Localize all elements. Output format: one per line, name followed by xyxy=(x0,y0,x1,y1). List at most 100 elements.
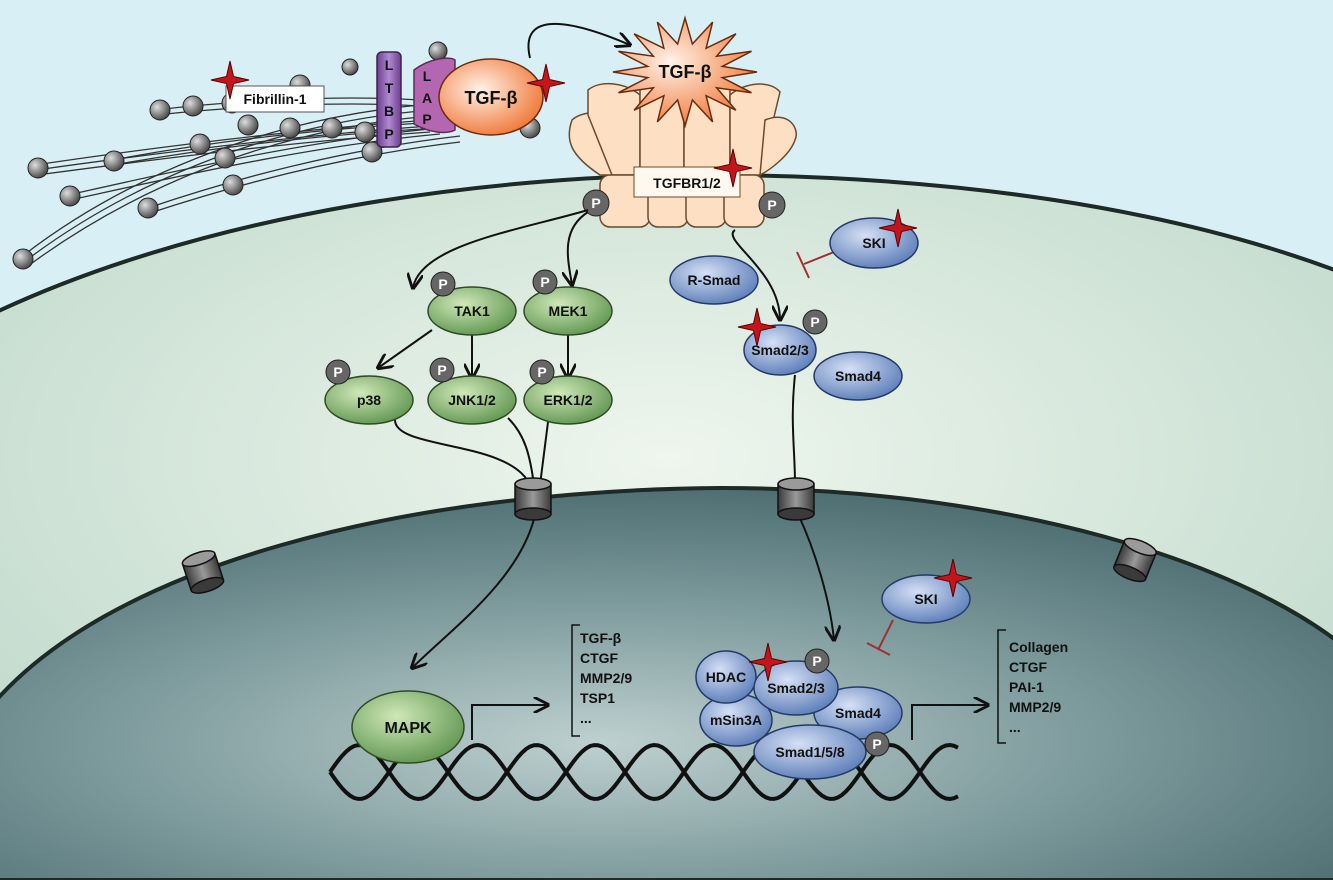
ltbp-letter-p: P xyxy=(384,126,393,142)
phospho-tak1: P xyxy=(430,271,456,297)
phospho-tags-smad-branch: P P P xyxy=(802,309,890,757)
arrow-tak1-p38 xyxy=(378,329,433,368)
phospho-jnk: P xyxy=(429,357,455,383)
erk-protein: ERK1/2 xyxy=(523,375,613,425)
nuclear-smad4-label: Smad4 xyxy=(835,705,881,721)
mapk-protein: MAPK xyxy=(351,690,465,764)
phospho-smad158: P xyxy=(864,731,890,757)
mapk-target-4: TSP1 xyxy=(580,690,615,706)
arrow-rsmad-smad23 xyxy=(731,229,780,320)
mutation-star-receptor xyxy=(713,148,753,188)
lap-letter-p: P xyxy=(422,111,431,127)
mapk-target-2: CTGF xyxy=(580,650,619,666)
phospho-nuclear-smad23: P xyxy=(804,648,830,674)
tak1-protein: TAK1 xyxy=(427,286,517,336)
arrow-receptor-mek1 xyxy=(568,211,589,285)
nuclear-smad23-protein xyxy=(753,660,839,716)
ltbp-letter-b: B xyxy=(384,103,394,119)
phospho-p38: P xyxy=(325,359,351,385)
ski-cytoplasm-label: SKI xyxy=(862,235,885,251)
svg-text:P: P xyxy=(767,197,776,213)
tgfb-release-arrow xyxy=(527,22,630,59)
nuclear-pore-mapk xyxy=(514,477,552,521)
smad23-label: Smad2/3 xyxy=(751,342,809,358)
mutation-star-fibrillin xyxy=(210,60,250,100)
smad-target-4: MMP2/9 xyxy=(1009,699,1061,715)
line-erk-pore xyxy=(539,421,549,486)
jnk-protein: JNK1/2 xyxy=(427,375,517,425)
smad-targets-bracket xyxy=(997,629,1006,744)
mutation-star-ski-nucleus xyxy=(933,558,973,598)
phospho-smad23: P xyxy=(802,309,828,335)
mapk-targets-bracket xyxy=(571,624,580,737)
arrow-mapk-transcription xyxy=(471,705,548,740)
svg-text:P: P xyxy=(438,276,447,292)
fibrillin-label: Fibrillin-1 xyxy=(244,91,307,107)
svg-text:P: P xyxy=(810,314,819,330)
arrow-pore-mapk xyxy=(412,514,536,668)
svg-text:P: P xyxy=(812,653,821,669)
mapk-target-5: ... xyxy=(580,710,592,726)
mapk-label: MAPK xyxy=(384,720,432,737)
svg-text:P: P xyxy=(537,364,546,380)
nuclear-pore-smad xyxy=(777,477,815,521)
active-tgfb-label: TGF-β xyxy=(659,62,712,82)
receptor-label-box xyxy=(633,166,741,198)
tak1-label: TAK1 xyxy=(454,303,490,319)
arrow-smad-transcription xyxy=(911,705,988,740)
active-tgfb xyxy=(612,15,758,129)
line-smad-pore xyxy=(791,374,796,485)
pathway-arrows xyxy=(378,209,988,740)
mutation-star-latent-tgfb xyxy=(526,63,566,103)
ski-inhibition-nucleus xyxy=(866,619,894,656)
erk-label: ERK1/2 xyxy=(543,392,592,408)
nuclear-pore-left xyxy=(181,550,225,594)
mutation-star-nuclear-smad23 xyxy=(748,642,788,682)
ski-nucleus-protein: SKI xyxy=(881,574,971,624)
line-jnk-pore xyxy=(507,417,535,486)
hdac-label: HDAC xyxy=(706,669,746,685)
phospho-tags-mapk-branch: P P P P P xyxy=(325,269,558,385)
hdac-protein xyxy=(695,650,757,704)
mapk-target-1: TGF-β xyxy=(580,630,622,646)
mapk-target-3: MMP2/9 xyxy=(580,670,632,686)
receptor-phospho-right: P xyxy=(758,191,786,219)
nuclear-smad23-label: Smad2/3 xyxy=(767,680,825,696)
smad-target-2: CTGF xyxy=(1009,659,1048,675)
latent-tgfb xyxy=(438,58,544,136)
svg-text:P: P xyxy=(872,736,881,752)
smad-target-genes: Collagen CTGF PAI-1 MMP2/9 ... xyxy=(1009,639,1068,735)
mapk-target-genes: TGF-β CTGF MMP2/9 TSP1 ... xyxy=(580,630,632,726)
arrow-receptor-tak1 xyxy=(413,209,589,288)
p38-protein: p38 xyxy=(324,375,414,425)
smad-target-3: PAI-1 xyxy=(1009,679,1044,695)
rsmad-protein: R-Smad xyxy=(669,255,759,305)
smad158-label: Smad1/5/8 xyxy=(775,744,844,760)
ski-nucleus-label: SKI xyxy=(914,591,937,607)
smad4-protein: Smad4 xyxy=(813,351,903,401)
svg-text:P: P xyxy=(333,364,342,380)
msin3a-label: mSin3A xyxy=(710,712,762,728)
p38-label: p38 xyxy=(357,392,381,408)
smad-target-5: ... xyxy=(1009,719,1021,735)
rsmad-label: R-Smad xyxy=(688,272,741,288)
smad23-protein: Smad2/3 xyxy=(743,324,817,376)
latent-tgfb-label: TGF-β xyxy=(465,88,518,108)
nuclear-envelope xyxy=(0,485,1333,880)
nuclear-smad-complex: mSin3A HDAC Smad4 Smad2/3 Smad1/5/8 xyxy=(695,650,903,780)
smad4-label: Smad4 xyxy=(835,368,881,384)
lap-letter-l: L xyxy=(423,68,432,84)
fibrillin-label-box xyxy=(225,85,325,113)
arrow-pore-nuclear-smad xyxy=(797,513,834,640)
mutation-star-smad23 xyxy=(737,307,777,347)
ltbp xyxy=(376,51,402,148)
phospho-mek1: P xyxy=(532,269,558,295)
receptor-label: TGFBR1/2 xyxy=(653,175,721,191)
lap-letter-a: A xyxy=(422,90,432,106)
mek1-protein: MEK1 xyxy=(523,286,613,336)
ltbp-letter-l: L xyxy=(385,57,394,73)
mek1-label: MEK1 xyxy=(549,303,588,319)
smad-target-1: Collagen xyxy=(1009,639,1068,655)
